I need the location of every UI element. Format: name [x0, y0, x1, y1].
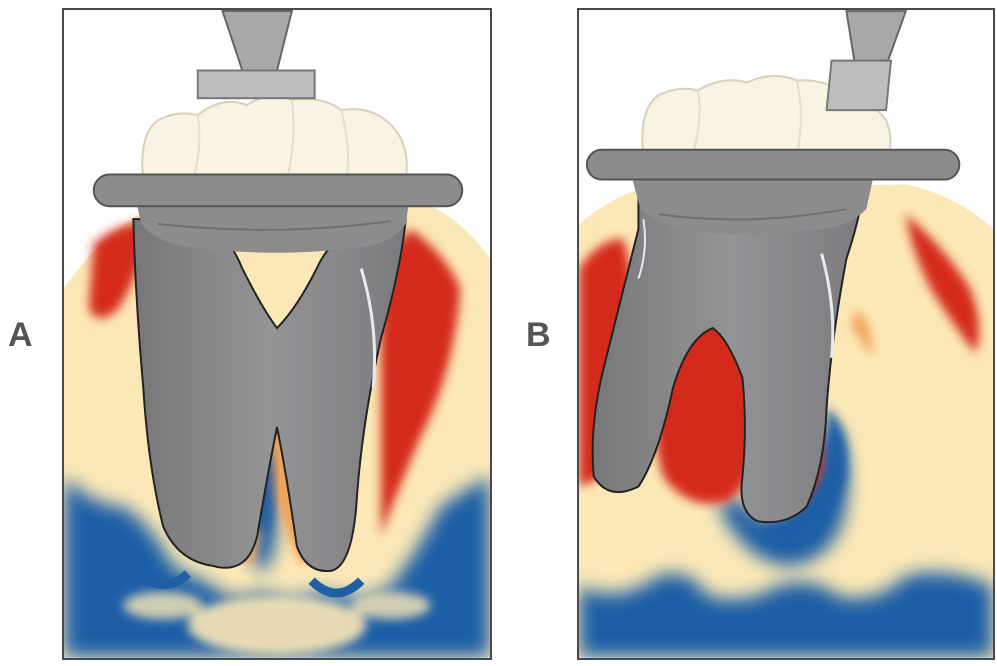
panel-a-label: A [8, 318, 33, 352]
panel-b-label: B [526, 318, 551, 352]
panel-b-stress-diagram [577, 8, 995, 660]
implant-post-icon [198, 11, 315, 98]
implant-post-icon [827, 11, 906, 110]
crown [142, 96, 407, 179]
panel-a-svg [64, 10, 490, 658]
panel-a-stress-diagram [62, 8, 492, 660]
loading-plate [94, 174, 463, 206]
loading-plate [587, 150, 959, 180]
panel-b-svg [579, 10, 993, 658]
